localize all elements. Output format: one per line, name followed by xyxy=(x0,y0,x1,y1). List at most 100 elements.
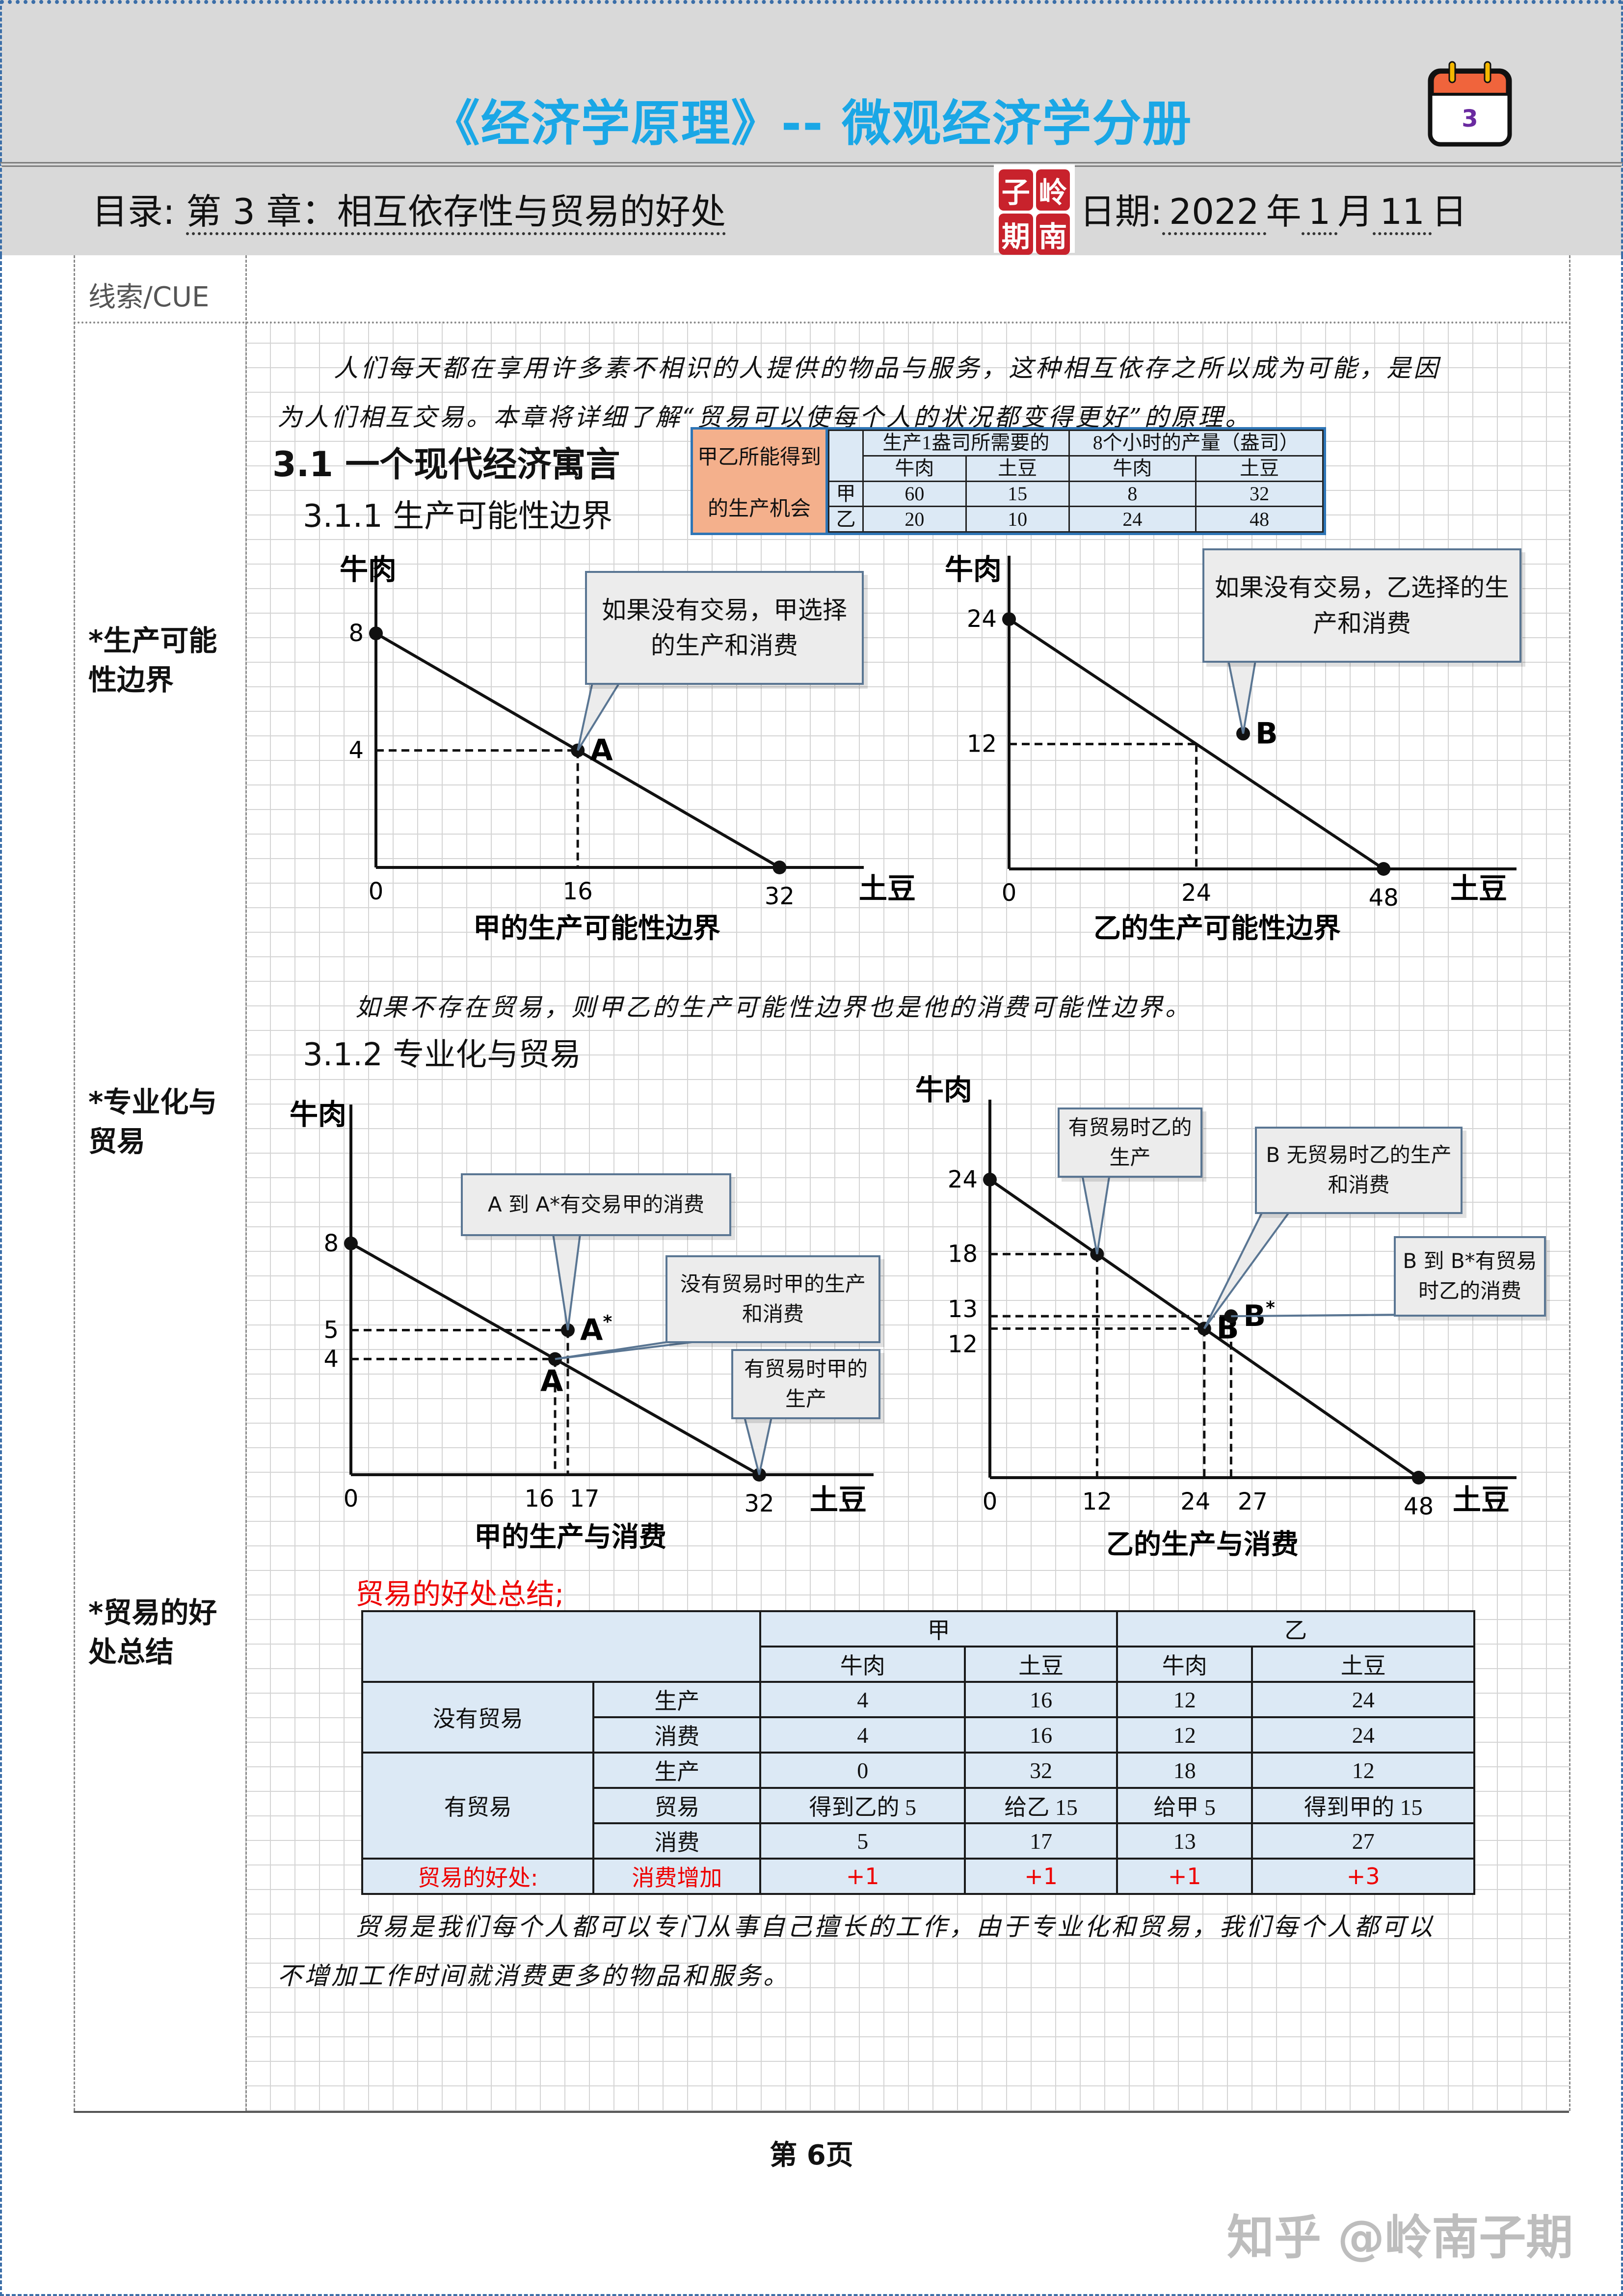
cell: 15 xyxy=(965,480,1070,508)
callout-box: B 无贸易时乙的生产和消费 xyxy=(1255,1127,1463,1214)
callout-box: 有贸易时乙的生产 xyxy=(1058,1107,1202,1178)
cell: 48 xyxy=(1195,506,1324,533)
cue-divider xyxy=(74,322,1569,324)
cell: 24 xyxy=(1068,506,1197,533)
person-header: 甲 xyxy=(759,1610,1118,1648)
page-number: 第 6页 xyxy=(770,2139,853,2171)
x-tick-label: 0 xyxy=(1002,879,1017,907)
header-band xyxy=(0,0,1623,162)
margin-line xyxy=(74,255,75,2111)
summary-heading: 贸易的好处总结; xyxy=(355,1577,564,1611)
col-header: 牛肉 xyxy=(862,455,967,482)
cell: 13 xyxy=(1116,1822,1253,1860)
y-tick-label: 24 xyxy=(967,605,997,633)
person-header: 乙 xyxy=(1116,1610,1475,1648)
chart-title: 乙的生产可能性边界 xyxy=(1093,913,1341,945)
y-tick-label: 12 xyxy=(948,1330,978,1358)
chart-title: 甲的生产可能性边界 xyxy=(473,913,720,945)
section-heading: 3.1 一个现代经济寓言 xyxy=(272,444,620,485)
data-point xyxy=(344,1236,358,1250)
no-trade-note: 如果不存在贸易，则甲乙的生产可能性边界也是他的消费可能性边界。 xyxy=(355,993,1192,1022)
stamp-char: 子 xyxy=(999,169,1033,211)
callout-box: 如果没有交易，乙选择的生产和消费 xyxy=(1202,548,1521,663)
intro-line: 为人们相互交易。本章将详细了解“贸易可以使每个人的状况都变得更好”的原理。 xyxy=(277,403,1252,432)
point-label: A xyxy=(590,733,613,768)
toc: 目录: 第 3 章：相互依存性与贸易的好处 xyxy=(92,183,726,235)
row-label: 贸易 xyxy=(592,1787,762,1824)
y-axis-label: 牛肉 xyxy=(915,1073,972,1107)
x-tick-label: 0 xyxy=(369,878,384,905)
point-label: A* xyxy=(580,1312,612,1348)
calendar-number: 3 xyxy=(1462,105,1478,133)
day-unit: 日 xyxy=(1431,191,1467,232)
label-line: 的生产机会 xyxy=(707,496,811,520)
subsection-heading: 3.1.1 生产可能性边界 xyxy=(303,498,613,535)
cell: 12 xyxy=(1116,1681,1253,1718)
cell: 4 xyxy=(759,1716,966,1754)
cell: 18 xyxy=(1116,1752,1253,1789)
gain-label: 贸易的好处: xyxy=(361,1858,595,1895)
callout-pointer xyxy=(743,1416,773,1475)
data-point xyxy=(1377,862,1391,876)
cell: 8 xyxy=(1068,480,1197,508)
col-header: 牛肉 xyxy=(1068,455,1197,482)
group-header: 生产1盎司所需要的 xyxy=(862,430,1070,457)
month-unit: 月 xyxy=(1337,191,1373,232)
x-tick-label: 48 xyxy=(1369,884,1399,912)
x-tick-label: 24 xyxy=(1181,879,1211,907)
side-note: *生产可能性边界 xyxy=(88,624,217,697)
side-note: *专业化与贸易 xyxy=(88,1085,217,1158)
cell: +1 xyxy=(759,1858,966,1895)
x-tick-label: 32 xyxy=(744,1490,774,1517)
date-day: 11 xyxy=(1373,191,1432,235)
toc-band xyxy=(0,162,1623,255)
data-point xyxy=(1002,612,1016,626)
callout-box: 如果没有交易，甲选择的生产和消费 xyxy=(585,571,864,685)
chart-title: 甲的生产与消费 xyxy=(474,1521,666,1553)
corner-cell xyxy=(828,430,864,482)
cell: 12 xyxy=(1116,1716,1253,1754)
notes-page xyxy=(0,255,1623,2296)
y-tick-label: 18 xyxy=(948,1241,978,1268)
x-tick-label: 0 xyxy=(344,1485,359,1513)
y-tick-label: 4 xyxy=(323,1345,339,1373)
cell: +1 xyxy=(964,1858,1118,1895)
chart-title: 乙的生产与消费 xyxy=(1106,1529,1299,1561)
date-year: 2022 xyxy=(1162,191,1266,235)
conclusion-line: 不增加工作时间就消费更多的物品和服务。 xyxy=(277,1962,790,1990)
right-margin-line xyxy=(1569,255,1570,2111)
cell: +1 xyxy=(1116,1858,1253,1895)
callout-pointer xyxy=(552,1233,582,1330)
conclusion-line: 贸易是我们每个人都可以专门从事自己擅长的工作，由于专业化和贸易，我们每个人都可以 xyxy=(355,1913,1435,1941)
corner-cell xyxy=(361,1610,762,1683)
x-tick-label: 0 xyxy=(983,1488,998,1515)
subsection-heading: 3.1.2 专业化与贸易 xyxy=(303,1037,582,1073)
group-header: 8个小时的产量（盎司） xyxy=(1068,430,1324,457)
stamp-char: 岭 xyxy=(1036,169,1070,211)
point-label: B xyxy=(1255,716,1278,751)
col-header: 土豆 xyxy=(1251,1646,1475,1683)
col-header: 土豆 xyxy=(964,1646,1118,1683)
cell: 20 xyxy=(862,506,967,533)
callout-pointer xyxy=(1081,1175,1111,1254)
callout-pointer xyxy=(555,1340,700,1360)
date-label: 日期: xyxy=(1080,191,1163,232)
x-tick-label: 17 xyxy=(569,1485,599,1513)
x-tick-label: 16 xyxy=(563,878,593,905)
cell: 10 xyxy=(965,506,1070,533)
cell: 27 xyxy=(1251,1822,1475,1860)
cell: 给甲 5 xyxy=(1116,1787,1253,1824)
cell: 32 xyxy=(1195,480,1324,508)
callout-box: B 到 B*有贸易时乙的消费 xyxy=(1394,1236,1546,1317)
row-header: 乙 xyxy=(828,506,864,533)
